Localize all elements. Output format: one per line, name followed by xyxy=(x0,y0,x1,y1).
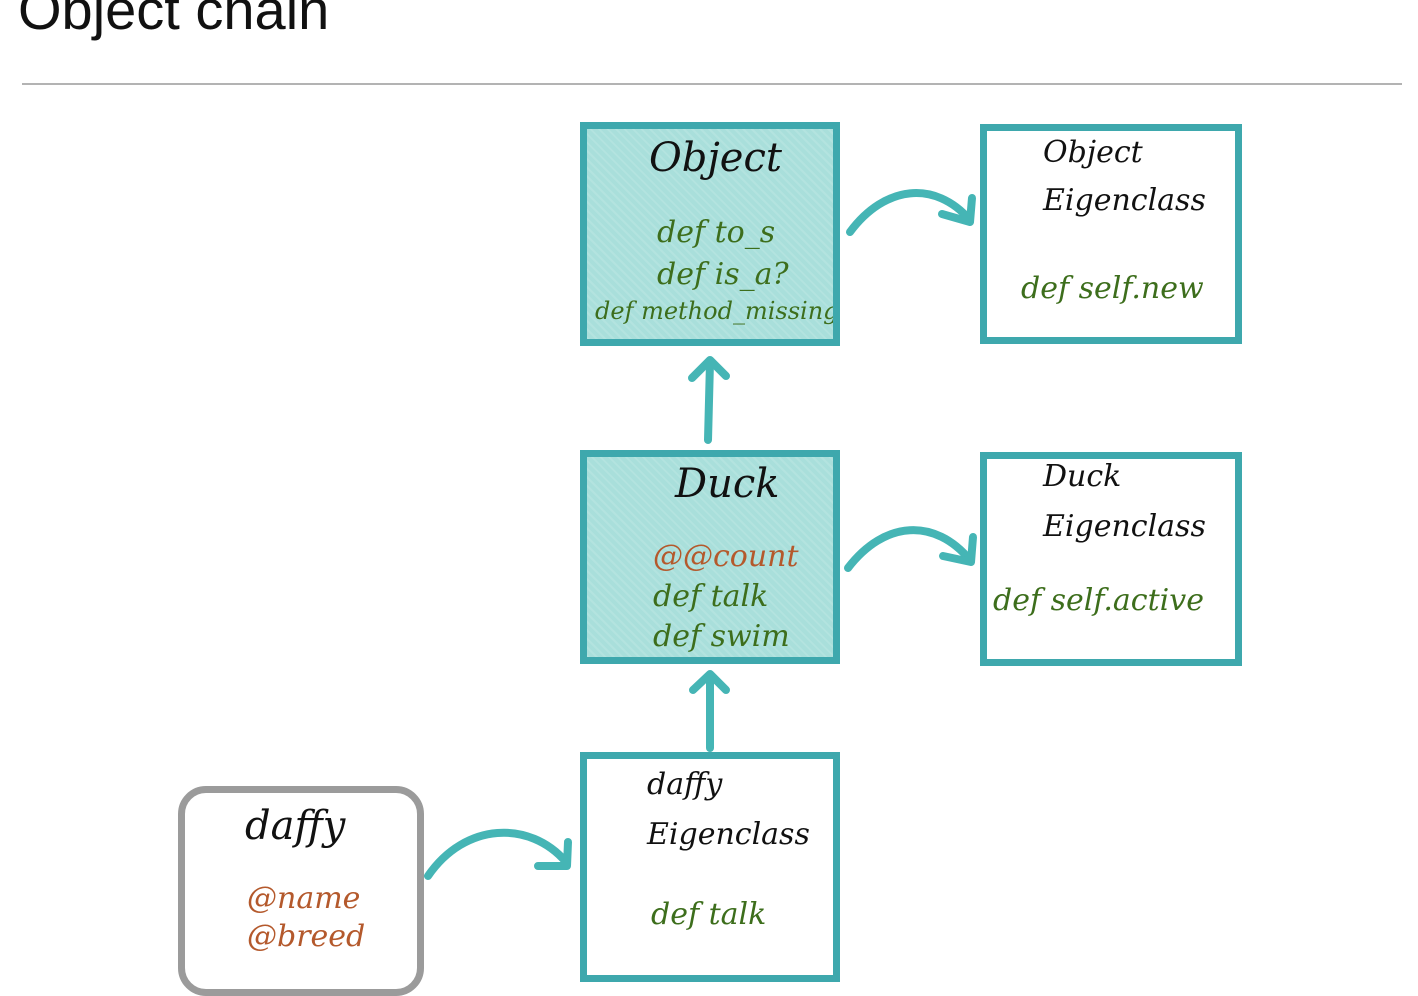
arrow-layer xyxy=(424,189,977,880)
daffy-ivar-name: @name xyxy=(247,881,361,916)
arrowhead-daffy-eigenclass-to-duck xyxy=(689,670,730,694)
duck-method-swim: def swim xyxy=(653,619,790,654)
arrow-duck-to-object xyxy=(704,358,714,444)
arrow-duck-to-eigenclass xyxy=(844,526,974,572)
arrowhead-daffy-to-eigenclass xyxy=(534,838,572,870)
title-divider xyxy=(22,83,1402,85)
duck-class-variable-count: @@count xyxy=(653,539,799,574)
slide-title: Object chain xyxy=(18,0,330,41)
object-method-is-a: def is_a? xyxy=(657,257,789,292)
arrowhead-object-to-eigenclass xyxy=(938,194,976,226)
daffy-object-name: daffy xyxy=(245,803,346,849)
duck-eigenclass-name: Duck xyxy=(1043,459,1122,494)
object-class-box: Object def to_s def is_a? def method_mis… xyxy=(580,122,840,346)
duck-eigenclass-method-active: def self.active xyxy=(993,583,1204,618)
duck-eigenclass-box: Duck Eigenclass def self.active xyxy=(980,452,1242,666)
duck-class-name: Duck xyxy=(675,461,780,507)
daffy-eigenclass-label: Eigenclass xyxy=(647,817,810,852)
object-eigenclass-label: Eigenclass xyxy=(1043,183,1206,218)
object-method-to-s: def to_s xyxy=(657,215,776,250)
duck-class-box: Duck @@count def talk def swim xyxy=(580,450,840,664)
object-eigenclass-method-new: def self.new xyxy=(1021,271,1204,306)
duck-eigenclass-label: Eigenclass xyxy=(1043,509,1206,544)
object-class-name: Object xyxy=(649,135,782,181)
daffy-eigenclass-method-talk: def talk xyxy=(651,897,767,932)
arrow-daffy-to-eigenclass xyxy=(424,828,570,880)
daffy-ivar-breed: @breed xyxy=(247,919,366,954)
object-method-method-missing: def method_missing xyxy=(595,297,839,325)
object-eigenclass-name: Object xyxy=(1043,135,1143,170)
duck-method-talk: def talk xyxy=(653,579,769,614)
object-eigenclass-box: Object Eigenclass def self.new xyxy=(980,124,1242,344)
arrowhead-duck-to-object xyxy=(688,356,730,382)
arrow-object-to-eigenclass xyxy=(846,189,974,236)
arrowhead-duck-to-eigenclass xyxy=(939,533,977,566)
daffy-eigenclass-name: daffy xyxy=(647,767,723,802)
